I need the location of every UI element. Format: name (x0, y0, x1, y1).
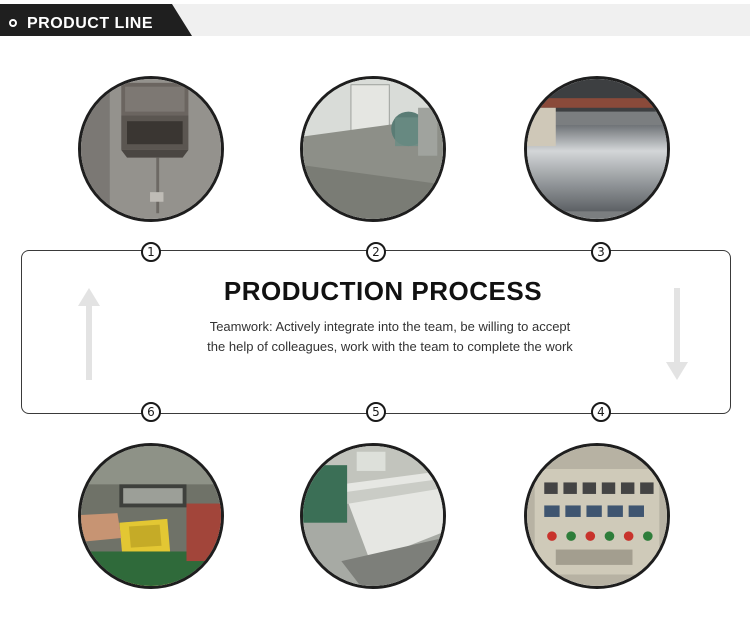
control-panel-photo (524, 443, 670, 589)
step-marker-6: 6 (141, 402, 161, 422)
step-marker-5: 5 (366, 402, 386, 422)
step-marker-1: 1 (141, 242, 161, 262)
steel-roller-photo (524, 76, 670, 222)
feeding-hopper-photo (78, 76, 224, 222)
extruder-machine-photo (300, 76, 446, 222)
bagging-photo (78, 443, 224, 589)
step-marker-2: 2 (366, 242, 386, 262)
down-arrow-icon (666, 288, 688, 385)
step-marker-4: 4 (591, 402, 611, 422)
header-tab: PRODUCT LINE (0, 4, 192, 36)
step-marker-3: 3 (591, 242, 611, 262)
process-title: PRODUCTION PROCESS (223, 276, 543, 306)
up-arrow-icon (78, 288, 100, 385)
process-description: Teamwork: Actively integrate into the te… (207, 319, 573, 354)
circle-bullet-icon (9, 19, 17, 27)
section-title: PRODUCT LINE (27, 15, 153, 32)
conveyor-line-photo (300, 443, 446, 589)
